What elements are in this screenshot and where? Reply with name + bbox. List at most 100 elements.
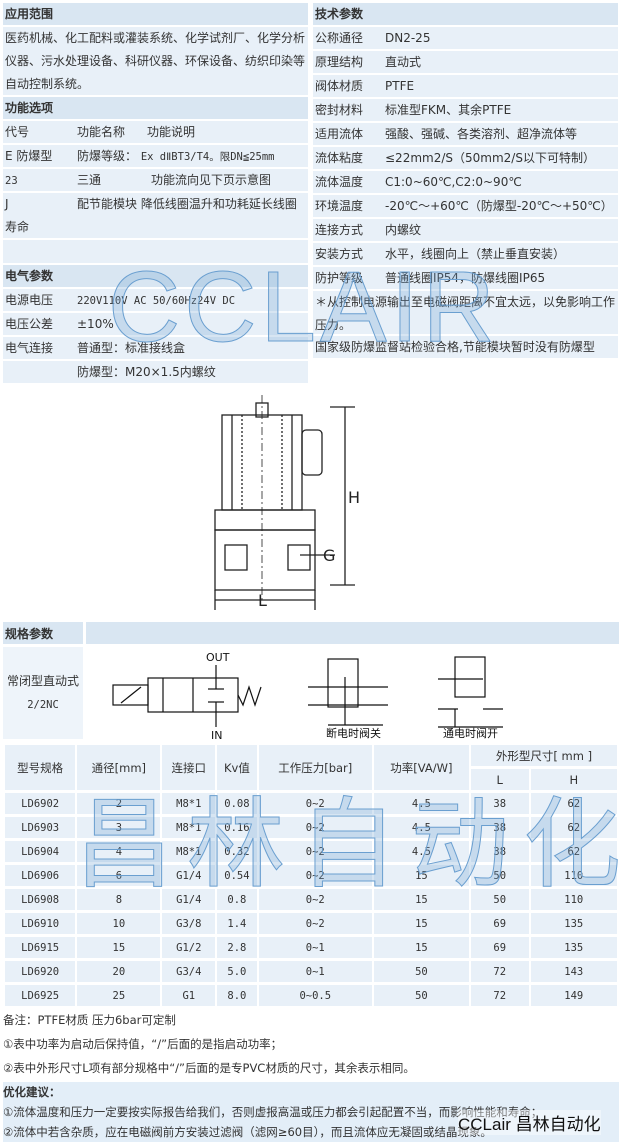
table-cell: LD6920 [5, 961, 76, 982]
table-cell: 50 [373, 985, 469, 1006]
technical-key: 环境温度 [315, 199, 364, 213]
table-cell: 0~2 [258, 889, 372, 910]
technical-row: 环境温度-20℃～+60℃（防爆型-20℃～+50℃） [313, 195, 618, 219]
technical-key: 原理结构 [315, 55, 364, 69]
spacer-row [3, 240, 308, 265]
table-cell: LD6915 [5, 937, 76, 958]
table-cell: 8.0 [217, 985, 257, 1006]
technical-value: C1:0~60℃,C2:0~90℃ [385, 175, 522, 189]
functions-title: 功能选项 [3, 97, 308, 121]
technical-key: 流体粘度 [315, 151, 364, 165]
technical-key: 流体温度 [315, 175, 364, 189]
notes-section: 备注：PTFE材质 压力6bar可定制 ①表中功率为启动后保持值，“/”后面的是… [3, 1008, 619, 1142]
table-cell: 50 [470, 865, 529, 886]
technical-key: 公称通径 [315, 31, 364, 45]
technical-row: 适用流体 强酸、强碱、各类溶剂、超净流体等 [313, 123, 618, 147]
dimension-h-label: H [348, 488, 360, 507]
open-caption: 通电时阀开 [443, 726, 498, 739]
technical-cert: 国家级防爆监督站检验合格,节能模块暂时没有防爆型 [313, 336, 618, 360]
col-header: 连接口 [162, 745, 216, 790]
table-cell: 15 [373, 889, 469, 910]
table-cell: 110 [530, 865, 617, 886]
electrical-row: 电气连接普通型：标准接线盒 [3, 337, 308, 361]
table-cell: 20 [77, 961, 161, 982]
table-cell: 0.32 [217, 841, 257, 862]
technical-value: ≤22mm2/S（50mm2/S以下可特制） [385, 151, 595, 165]
table-cell: 0~2 [258, 865, 372, 886]
technical-row: 流体粘度 ≤22mm2/S（50mm2/S以下可特制） [313, 147, 618, 171]
table-cell: 0~1 [258, 937, 372, 958]
table-cell: G1 [162, 985, 216, 1006]
table-cell: 0.8 [217, 889, 257, 910]
table-cell: 15 [373, 865, 469, 886]
technical-note: ＊从控制电源输出至电磁阀距离不宜太远，以免影响工作压力。 [313, 291, 618, 336]
electrical-title: 电气参数 [3, 265, 308, 289]
technical-value: DN2-25 [385, 31, 431, 45]
table-cell: 0~2 [258, 793, 372, 814]
table-cell: LD6904 [5, 841, 76, 862]
table-cell: G1/4 [162, 889, 216, 910]
technical-key: 阀体材质 [315, 79, 364, 93]
table-cell: LD6925 [5, 985, 76, 1006]
table-cell: 110 [530, 889, 617, 910]
technical-row: 连接方式内螺纹 [313, 219, 618, 243]
dimension-l-label: L [258, 591, 267, 610]
table-cell: G3/8 [162, 913, 216, 934]
table-cell: 72 [470, 961, 529, 982]
table-cell: 8 [77, 889, 161, 910]
technical-value: 强酸、强碱、各类溶剂、超净流体等 [385, 127, 578, 141]
table-cell: M8*1 [162, 817, 216, 838]
left-column: 应用范围 医药机械、化工配料或灌装系统、化学试剂厂、化学分析仪器、污水处理设备、… [3, 3, 308, 385]
spec-title: 规格参数 [3, 622, 83, 644]
function-row: E 防爆型防爆等级： Ex dⅡBT3/T4。限DN≦25mm [3, 145, 308, 169]
table-cell: 69 [470, 913, 529, 934]
table-cell: 62 [530, 793, 617, 814]
valve-dimension-drawing: H G L [214, 395, 360, 610]
technical-key: 连接方式 [315, 223, 364, 237]
table-cell: G1/4 [162, 865, 216, 886]
table-cell: 25 [77, 985, 161, 1006]
table-cell: 0.54 [217, 865, 257, 886]
table-cell: M8*1 [162, 841, 216, 862]
note-1: ①表中功率为启动后保持值，“/”后面的是指启动功率； [3, 1037, 283, 1051]
table-cell: 62 [530, 841, 617, 862]
table-cell: 135 [530, 937, 617, 958]
technical-key: 适用流体 [315, 127, 364, 141]
technical-row: 安装方式水平，线圈向上（禁止垂直安装） [313, 243, 618, 267]
col-header: 通径[mm] [77, 745, 161, 790]
table-cell: 15 [373, 913, 469, 934]
table-cell: LD6906 [5, 865, 76, 886]
table-cell: 149 [530, 985, 617, 1006]
table-cell: LD6903 [5, 817, 76, 838]
table-cell: 5.0 [217, 961, 257, 982]
table-cell: 0~2 [258, 841, 372, 862]
col-header-h: H [530, 769, 617, 790]
technical-key: 安装方式 [315, 247, 364, 261]
out-label: OUT [206, 651, 230, 664]
table-cell: 69 [470, 937, 529, 958]
table-cell: 0~2 [258, 817, 372, 838]
table-cell: 0~0.5 [258, 985, 372, 1006]
technical-row: 防护等级普通线圈IP54，防爆线圈IP65 [313, 267, 618, 291]
optimize-item: ①流体温度和压力一定要按实际报告给我们，否则虚报高温或压力都会引起配置不当，而影… [3, 1105, 543, 1119]
table-cell: 4.5 [373, 841, 469, 862]
table-cell: 15 [373, 937, 469, 958]
table-cell: 72 [470, 985, 529, 1006]
technical-key: 防护等级 [315, 271, 364, 285]
table-cell: 50 [373, 961, 469, 982]
note-remark: 备注：PTFE材质 压力6bar可定制 [3, 1013, 176, 1027]
technical-key: 密封材料 [315, 103, 364, 117]
table-cell: LD6902 [5, 793, 76, 814]
table-cell: 15 [77, 937, 161, 958]
